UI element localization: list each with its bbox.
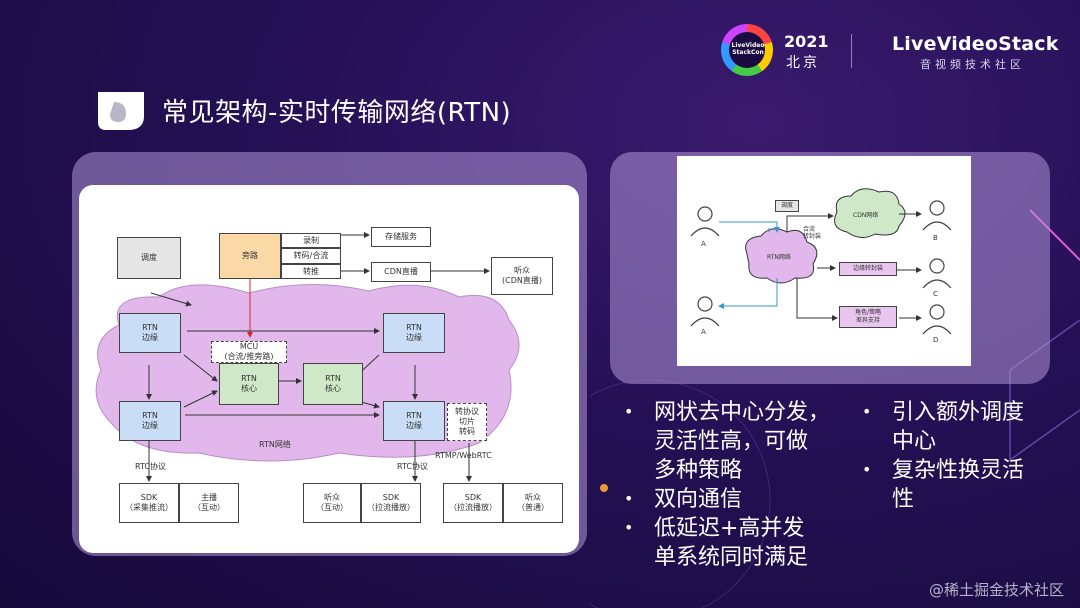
rtn-network-cloud-right	[745, 228, 818, 284]
rtc-protocol-label-1: RTC协议	[135, 462, 166, 471]
user-b-label: B	[933, 234, 938, 242]
bullet-dot: •	[862, 402, 872, 421]
merge-relay-label: 合流 转封装	[803, 226, 822, 240]
rtn-edge-top-left: RTN 边缘	[119, 313, 181, 353]
event-city: 北京	[786, 55, 820, 71]
schedule-box: 调度	[117, 237, 181, 279]
user-icon	[690, 200, 952, 335]
protocol-convert-box: 转协议 切片 转码	[447, 403, 487, 441]
listener-normal-box: 听众 （普通）	[503, 483, 563, 523]
header-divider	[851, 34, 852, 68]
relay-box: 转推	[281, 264, 341, 279]
audience-cdn-box: 听众 (CDN直播)	[491, 257, 553, 295]
host-box: 主播 （互动）	[179, 483, 239, 523]
event-logo-text: LiveVideo StackCon	[731, 42, 765, 56]
title-leaf-icon	[98, 92, 144, 130]
cdn-live-box: CDN直播	[371, 262, 431, 282]
page-title: 常见架构-实时传输网络(RTN)	[162, 98, 512, 128]
schedule-box-right: 调度	[775, 200, 799, 212]
rtmp-webrtc-label: RTMP/WebRTC	[435, 451, 492, 460]
transcode-merge-box: 转码/合流	[281, 248, 341, 264]
user-c-label: C	[933, 290, 938, 298]
rtn-edge-bottom-right: RTN 边缘	[383, 401, 445, 441]
rtn-edge-bottom-left: RTN 边缘	[119, 401, 181, 441]
right-diagram: A A B C D 调度 合流 转封装 RTN网络 CDN网络 边缘转封装 角色…	[677, 156, 971, 366]
left-diagram: 调度 旁路 录制 转码/合流 转推 存储服务 CDN直播 听众 (CDN直播) …	[79, 185, 579, 553]
rtn-network-label-right: RTN网络	[767, 254, 791, 261]
storage-box: 存储服务	[371, 227, 431, 247]
brand-subtitle: 音视频技术社区	[920, 58, 1025, 71]
user-a2-label: A	[701, 328, 706, 336]
rtn-network-label: RTN网络	[259, 440, 291, 449]
bullet-left-3: 低延迟+高并发 单系统同时满足	[654, 516, 809, 570]
bullet-right-2: 复杂性换灵活 性	[892, 458, 1025, 512]
bullet-right-1: 引入额外调度 中心	[892, 400, 1025, 454]
mcu-box: MCU (合流/推旁路)	[211, 341, 287, 363]
bullet-dot: •	[624, 489, 634, 508]
record-box: 录制	[281, 233, 341, 248]
rtc-protocol-label-2: RTC协议	[397, 462, 428, 471]
rtn-core-2: RTN 核心	[303, 363, 363, 405]
brand-logo: LiveVideoStack	[892, 33, 1059, 55]
role-strategy-box: 角色/策略 差异支持	[839, 306, 897, 328]
edge-relay-box: 边缘转封装	[839, 262, 897, 276]
event-year: 2021	[784, 32, 829, 51]
rtn-edge-top-right: RTN 边缘	[383, 313, 445, 353]
listener-interactive-box: 听众 （互动）	[303, 483, 361, 523]
user-d-label: D	[933, 336, 939, 344]
watermark: @稀土掘金技术社区	[928, 581, 1064, 599]
bypass-box: 旁路	[219, 233, 281, 279]
sdk-pull-box-1: SDK （拉流播放）	[361, 483, 421, 523]
bullet-dot: •	[624, 518, 634, 537]
rtn-core-1: RTN 核心	[219, 363, 279, 405]
bullet-dot: •	[624, 402, 634, 421]
sdk-pull-box-2: SDK （拉流播放）	[443, 483, 503, 523]
bullet-left-2: 双向通信	[654, 487, 743, 512]
bullet-left-1: 网状去中心分发， 灵活性高，可做 多种策略	[654, 400, 831, 483]
sdk-push-box: SDK （采集推流）	[119, 483, 179, 523]
cdn-network-label: CDN网络	[853, 212, 879, 219]
bullet-dot: •	[862, 460, 872, 479]
user-a1-label: A	[701, 240, 706, 248]
